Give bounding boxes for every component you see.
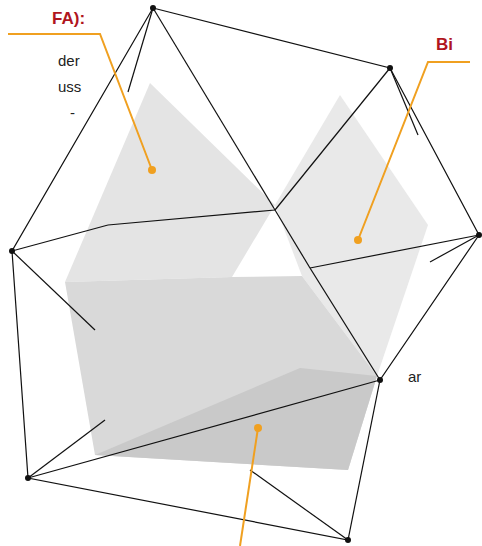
leader-line [8, 34, 470, 546]
cube-face [95, 368, 377, 470]
cube-face [65, 276, 377, 470]
callout-heading: FA): [52, 10, 85, 28]
callout-text: ar [408, 368, 421, 386]
callout-text: uss [58, 78, 81, 96]
callout-text: - [70, 104, 75, 122]
callout-heading: Bi [436, 36, 453, 54]
vertex-dot [9, 5, 482, 543]
wireframe [12, 8, 479, 540]
callout-text: der [58, 52, 80, 70]
leader-dot [148, 166, 362, 432]
cube-face [65, 83, 275, 282]
